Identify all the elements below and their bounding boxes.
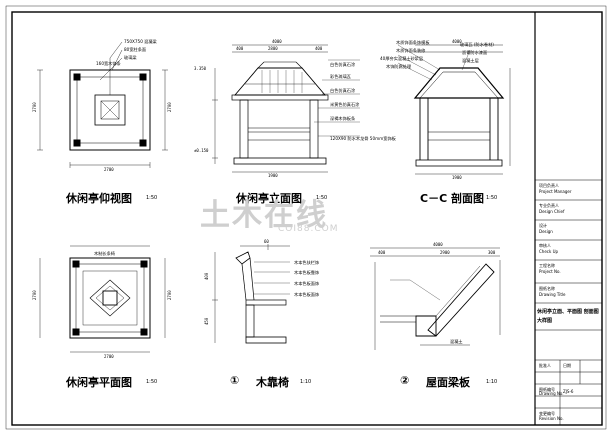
section-note-3: 40厚夯实混凝土砂浆层 (380, 55, 423, 62)
bench-note-3: 木本色板面饰 (294, 280, 319, 287)
bench-number: ① (230, 374, 240, 387)
beam-dim-top: 4000 (433, 242, 443, 247)
elev-note-2: 彩色琉璃瓦 (330, 73, 351, 80)
ceiling-note-2: 80宽柱条面 (124, 46, 146, 53)
elevation-drawing (212, 44, 360, 173)
beam-scale: 1:10 (486, 379, 498, 385)
section-title: C－C 剖面图 (420, 192, 484, 205)
elev-note-6: 120X90 防水木龙骨 50mm宽饰板 (330, 135, 397, 142)
ceiling-dim-right: 2700 (167, 102, 172, 112)
tb-row-1-cn: 专业负责人 (539, 203, 559, 208)
tb-row-5-cn: 图纸名称 (539, 286, 555, 291)
tb-row-5-en: Drawing Title (539, 292, 566, 297)
tb-row-2-en: Design (539, 229, 553, 234)
beam-dim-left: 400 (378, 250, 386, 255)
section-scale: 1:50 (486, 195, 498, 201)
bench-note-4: 木本色板面饰 (294, 291, 319, 298)
elev-note-4: 米黄色仿真石涂 (330, 101, 360, 108)
tb-row-0-en: Project Manager (539, 189, 572, 194)
elev-dim-right: 400 (315, 46, 323, 51)
tb-revision-en: Revision No. (539, 416, 564, 421)
bench-drawing (212, 244, 290, 344)
titleblock-lines (535, 179, 602, 425)
tb-revision-label: 变更编号 (539, 411, 555, 416)
elev-note-1: 白色仿真石涂 (330, 61, 356, 68)
elev-dim-mid: 2800 (268, 46, 278, 51)
bench-note-1: 木本色扶栏饰 (294, 259, 319, 266)
tb-sheet-no: ZJS-6 (563, 389, 574, 394)
ceiling-dim-bottom: 2700 (104, 167, 114, 172)
watermark: 土木在线 COI88.COM (200, 190, 337, 234)
ceiling-note-3: 玻璃梁 (124, 54, 137, 61)
elev-note-3: 白色仿真石涂 (330, 87, 356, 94)
plan-dim-right: 2700 (167, 290, 172, 300)
sheet-outer-border (5, 5, 607, 430)
elev-dim-left: 400 (236, 46, 244, 51)
section-note-2: 木质饰面条装修 (396, 47, 426, 54)
beam-note-1: 混凝土 (450, 338, 463, 345)
section-dim-bottom: 1900 (452, 175, 462, 180)
elev-note-5: 深褐木饰板条 (330, 115, 356, 122)
elev-level-top: 3.350 (194, 66, 207, 71)
tb-row-1-en: Design Chief (539, 209, 565, 214)
tb-row-3-en: Check Up (539, 249, 559, 254)
tb-row-0-cn: 项目负责人 (539, 183, 559, 188)
elevation-title: 休闲亭立面图 (236, 192, 302, 205)
plan-dim-bottom: 2700 (104, 354, 114, 359)
ceiling-plan-drawing (37, 41, 168, 168)
beam-number: ② (400, 374, 410, 387)
section-note-4: 木饰防腐处理 (386, 63, 412, 70)
bench-dim-top: 60 (264, 239, 269, 244)
section-note-7: 混凝土层 (462, 57, 479, 64)
ceiling-title: 休闲亭仰视图 (66, 192, 132, 205)
section-note-1: 木质饰面条饰模板 (396, 39, 430, 46)
elev-dim-top: 4000 (272, 39, 282, 44)
tb-approver: 批准人 (539, 363, 551, 368)
plan-drawing (39, 245, 166, 353)
tb-date: 日期 (563, 363, 571, 368)
section-note-5: 玻璃瓦 (防水卷材) (460, 41, 494, 48)
tb-sheet-en: Drawing No. (539, 391, 564, 396)
watermark-sub: COI88.COM (278, 224, 339, 234)
bench-note-2: 木本色板靠饰 (294, 269, 319, 276)
ceiling-note-1: 750X750 混凝梁 (124, 38, 158, 45)
bench-scale: 1:10 (300, 379, 312, 385)
plan-scale: 1:50 (146, 379, 158, 385)
ceiling-scale: 1:50 (146, 195, 158, 201)
tb-row-2-cn: 设计 (539, 223, 547, 228)
beam-dim-mid: 2900 (440, 250, 450, 255)
tb-row-3-cn: 审核人 (539, 243, 551, 248)
section-dim-top: 4000 (452, 39, 462, 44)
tb-row-4-cn: 工程名称 (539, 263, 555, 268)
elev-level-base: ±0.150 (194, 148, 209, 153)
beam-drawing (370, 247, 501, 350)
tb-drawing-title: 休闲亭立面、平面图 剖面图 大样图 (537, 309, 599, 324)
bench-dim-lower: 450 (204, 317, 209, 325)
plan-title: 休闲亭平面图 (66, 376, 132, 389)
watermark-main: 土木在线 (200, 198, 328, 233)
plan-dim-left: 2700 (32, 290, 37, 300)
elevation-scale: 1:50 (316, 195, 328, 201)
ceiling-note-4: 160宽木饰条 (96, 60, 122, 67)
section-note-6: 沥青防水漆面 (462, 49, 487, 56)
bench-title: 木靠椅 (256, 376, 289, 389)
bench-dim-upper: 400 (204, 272, 209, 280)
beam-title: 屋面梁板 (426, 376, 470, 389)
tb-sheet-label: 图纸编号 (539, 387, 555, 392)
elev-dim-bottom: 1900 (268, 173, 278, 178)
sheet-border (11, 11, 603, 426)
beam-dim-right: 300 (488, 250, 496, 255)
tb-row-4-en: Project No. (539, 269, 561, 274)
plan-note-1: 木制长条椅 (94, 250, 115, 257)
section-drawing (397, 44, 511, 175)
ceiling-dim-left: 2700 (32, 102, 37, 112)
